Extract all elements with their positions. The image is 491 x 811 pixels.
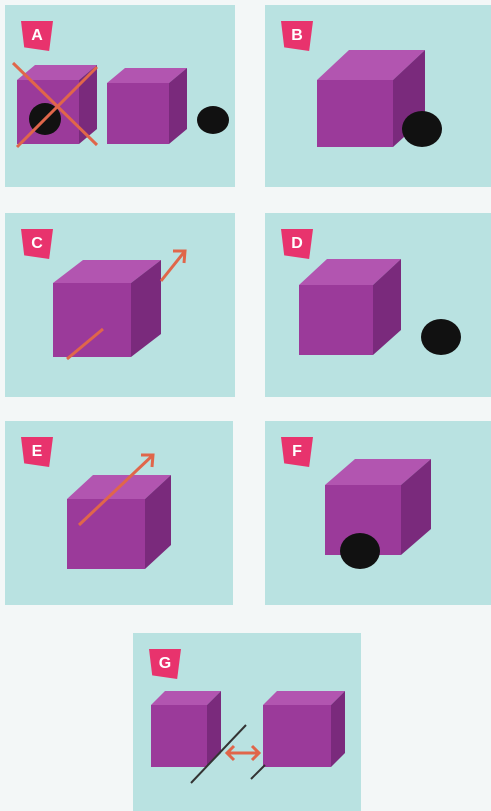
- panel-c: C: [5, 213, 235, 397]
- panel-f: F: [265, 421, 491, 605]
- panel-b-illustration: [265, 5, 491, 187]
- cube: [299, 259, 401, 355]
- panel-g: G: [133, 633, 361, 811]
- panel-e-illustration: [5, 421, 233, 605]
- cube: [325, 459, 431, 555]
- panel-b: B: [265, 5, 491, 187]
- panel-d: D: [265, 213, 491, 397]
- panel-e: E: [5, 421, 233, 605]
- panel-f-illustration: [265, 421, 491, 605]
- ball: [340, 533, 380, 569]
- cube-right: [263, 691, 345, 767]
- panel-d-illustration: [265, 213, 491, 397]
- ball-separate: [197, 106, 229, 134]
- double-arrow: [227, 746, 259, 760]
- cube: [53, 260, 161, 357]
- panel-c-illustration: [5, 213, 235, 397]
- panel-a: A: [5, 5, 235, 187]
- cube-left: [151, 691, 221, 767]
- panel-a-illustration: [5, 5, 235, 187]
- ball: [421, 319, 461, 355]
- ball: [402, 111, 442, 147]
- cube-right: [107, 68, 187, 144]
- panel-g-illustration: [133, 633, 361, 811]
